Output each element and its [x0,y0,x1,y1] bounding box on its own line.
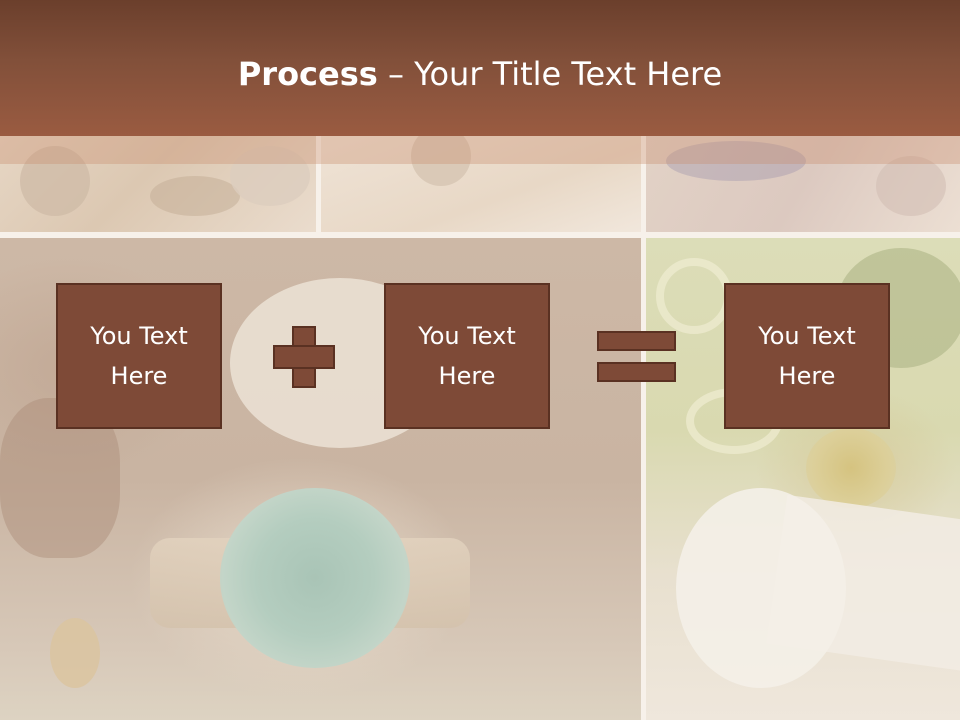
background-photo-buttons [0,136,316,232]
plus-icon [273,326,335,388]
equals-icon [597,331,676,383]
process-box-text: You Text Here [90,322,188,390]
slide-title[interactable]: Process – Your Title Text Here [0,52,960,96]
collage-divider [641,238,646,720]
collage-divider [316,136,321,232]
collage-divider [641,136,646,232]
process-box-text: You Text Here [418,322,516,390]
background-photo-flower-cutouts [321,136,641,232]
slide-title-bold: Process [237,55,378,93]
process-box-2[interactable]: You Text Here [384,283,550,429]
process-box-1[interactable]: You Text Here [56,283,222,429]
header-band: Process – Your Title Text Here [0,0,960,136]
slide-title-rest: – Your Title Text Here [377,55,723,93]
process-box-3[interactable]: You Text Here [724,283,890,429]
header-shadow-strip [0,136,960,164]
background-photo-scissors [646,136,960,232]
collage-divider [0,232,960,238]
process-box-text: You Text Here [758,322,856,390]
